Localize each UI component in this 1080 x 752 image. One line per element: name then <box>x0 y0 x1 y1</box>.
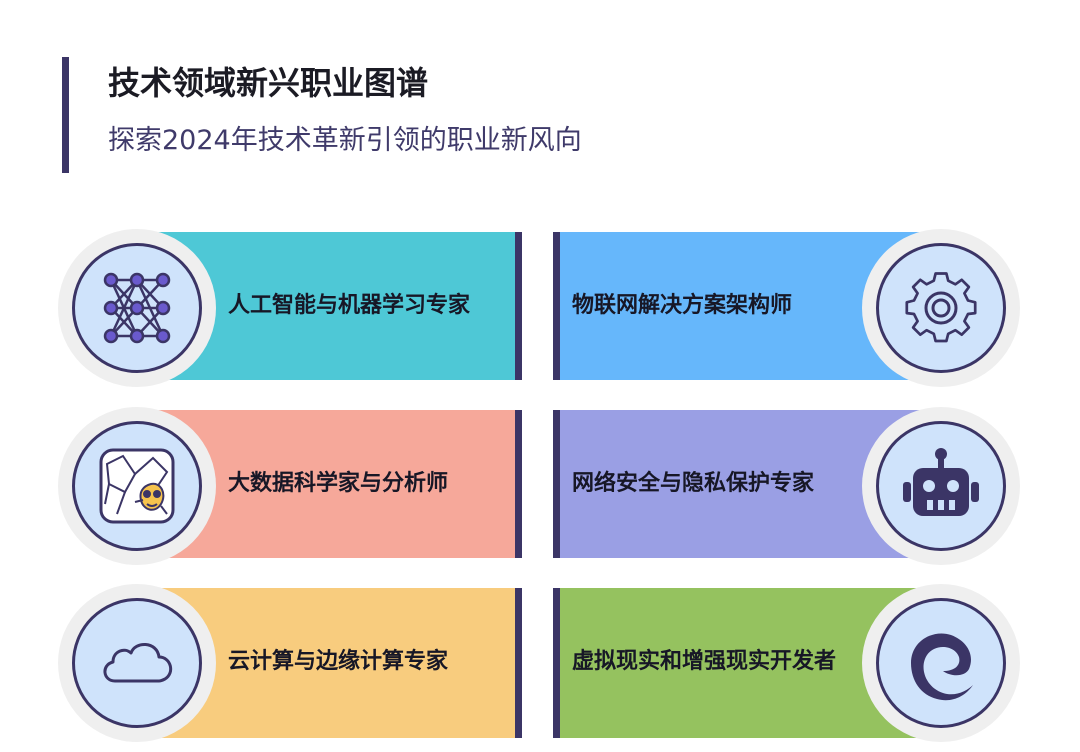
career-label: 虚拟现实和增强现实开发者 <box>572 649 837 674</box>
career-label: 人工智能与机器学习专家 <box>228 293 471 318</box>
page-subtitle: 探索2024年技术革新引领的职业新风向 <box>108 125 582 156</box>
band-divider <box>515 232 522 380</box>
band-divider <box>515 588 522 738</box>
neural-network-icon <box>103 272 171 344</box>
band-divider <box>553 588 560 738</box>
career-label: 云计算与边缘计算专家 <box>228 649 449 674</box>
icon-circle <box>58 229 216 387</box>
icon-circle <box>58 584 216 742</box>
header-accent-bar <box>62 57 69 173</box>
data-illustration-icon <box>99 448 175 524</box>
band-divider <box>553 410 560 558</box>
cloud-icon <box>103 643 173 683</box>
robot-icon <box>903 448 979 516</box>
icon-circle <box>862 229 1020 387</box>
icon-circle <box>862 407 1020 565</box>
band-divider <box>515 410 522 558</box>
gear-icon <box>905 272 977 343</box>
page-title: 技术领域新兴职业图谱 <box>108 64 429 102</box>
icon-circle <box>58 407 216 565</box>
icon-circle <box>862 584 1020 742</box>
band-divider <box>553 232 560 380</box>
career-label: 物联网解决方案架构师 <box>572 293 793 318</box>
career-label: 大数据科学家与分析师 <box>228 471 449 496</box>
career-label: 网络安全与隐私保护专家 <box>572 471 815 496</box>
edge-browser-icon <box>911 633 973 701</box>
